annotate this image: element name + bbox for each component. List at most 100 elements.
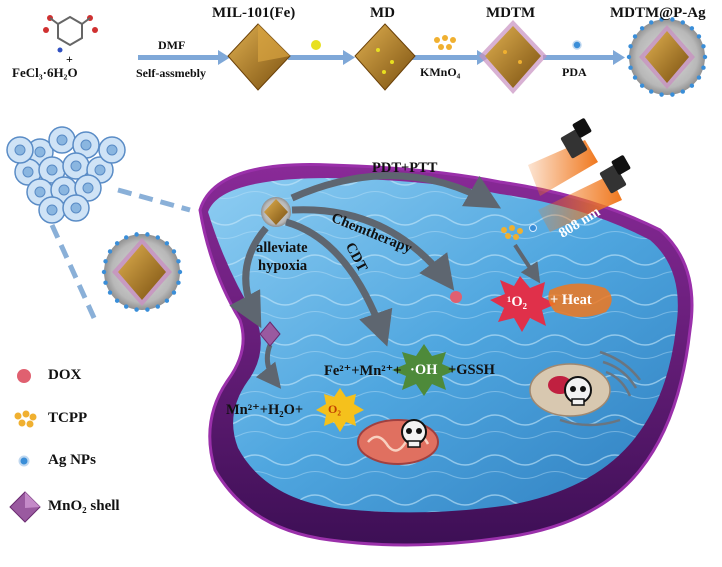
- cell-nucleus: [22, 166, 34, 178]
- ag-particle: [155, 235, 160, 240]
- synthesis-arrow-3: [412, 50, 489, 65]
- step3-reagent: KMnO₄: [420, 65, 461, 79]
- legend-tcpp-label: TCPP: [48, 410, 88, 426]
- ag-particle: [701, 65, 706, 70]
- legend-ag-icon: [18, 455, 30, 467]
- cell-nucleus: [70, 160, 82, 172]
- legend-mno2-label: MnO₂ shell: [48, 498, 120, 514]
- cell-nucleus: [56, 134, 68, 146]
- ag-particle: [103, 280, 108, 285]
- synthesis-arrow-4: [543, 50, 625, 65]
- legend-mno2-icon: [9, 491, 41, 523]
- step1-solvent: DMF: [158, 38, 186, 52]
- ag-particle: [103, 259, 108, 264]
- precursor-plus: +: [66, 52, 73, 66]
- ag-particle: [632, 75, 638, 80]
- legend-tcpp-icon: [14, 410, 37, 428]
- ag-particle: [107, 249, 113, 254]
- cell-nucleus: [106, 144, 118, 156]
- zoomed-ag-ring: [101, 232, 183, 312]
- cell-nucleus: [82, 182, 94, 194]
- ag-particle: [134, 307, 139, 312]
- cell-nucleus: [34, 146, 46, 158]
- ag-particle: [649, 89, 654, 94]
- ag-particle: [164, 298, 170, 303]
- label-fenton-left: Fe²⁺+Mn²⁺+: [324, 363, 402, 379]
- arrow-hypoxia: [229, 225, 269, 329]
- label-hydroxyl: ·OH: [410, 362, 438, 378]
- mitochondrion: [357, 419, 439, 465]
- mil101-octahedron: [227, 23, 291, 91]
- cell-nucleus: [94, 164, 106, 176]
- cell-nucleus: [14, 144, 26, 156]
- dox-loading-dot: [311, 40, 321, 50]
- cell-nucleus: [34, 186, 46, 198]
- ag-loading-dot: [572, 40, 582, 50]
- product-mil101: MIL-101(Fe): [212, 5, 296, 21]
- cell-nucleus: [58, 184, 70, 196]
- laser-device-660: [560, 118, 592, 159]
- singlet-oxygen-burst: [490, 276, 556, 332]
- step1-process: Self-assmebly: [136, 66, 206, 80]
- label-pdt-ptt: PDT+PTT: [372, 160, 438, 176]
- step4-reagent: PDA: [562, 65, 587, 79]
- ag-particle: [145, 307, 150, 312]
- synthesis-arrow-1: [138, 50, 230, 65]
- ag-particle: [134, 232, 139, 237]
- ag-particle: [680, 20, 685, 25]
- arrow-chemotherapy: [291, 206, 455, 291]
- precursor-salt: FeCl₃·6H₂O: [12, 65, 78, 80]
- arrow-cdt: [285, 218, 393, 347]
- tumor-cell-cluster: [6, 126, 126, 224]
- ag-particle: [171, 249, 177, 254]
- heat-burst: [548, 283, 612, 317]
- ag-particle: [171, 290, 177, 295]
- ag-particle: [649, 20, 654, 25]
- cell-nucleus: [46, 164, 58, 176]
- tcpp-release-cluster: [501, 225, 523, 240]
- synthesis-arrow-2: [288, 50, 355, 65]
- ag-particle: [145, 232, 150, 237]
- ag-particle: [155, 304, 160, 309]
- laser-beam-808: [538, 175, 622, 232]
- md-octahedron: [354, 23, 416, 91]
- legend-dox-icon: [17, 369, 31, 383]
- ag-particle: [101, 269, 107, 275]
- label-mn-reaction: Mn²⁺+H₂O+: [226, 402, 304, 418]
- zoomed-nanoparticle: [104, 234, 180, 310]
- mdtm-octahedron: [479, 20, 547, 94]
- ag-particle: [701, 44, 706, 49]
- cell-nucleus: [80, 139, 92, 151]
- ag-particle: [176, 280, 181, 285]
- label-oxygen: O₂: [328, 402, 341, 416]
- ag-particle: [659, 17, 664, 22]
- ag-particle: [124, 304, 129, 309]
- tumor-water: [208, 178, 678, 513]
- legend-ag-label: Ag NPs: [48, 452, 96, 468]
- ag-particle: [632, 34, 638, 39]
- label-singlet-oxygen: ¹O₂: [507, 294, 527, 310]
- ag-particle: [639, 26, 645, 31]
- arrow-tcpp-to-singlet: [513, 243, 541, 284]
- ag-nanoparticle-ring: [626, 17, 708, 97]
- skull-icon-cell: [564, 376, 592, 406]
- oxygen-burst: [316, 388, 364, 432]
- mno2-crystal: [259, 321, 281, 347]
- ag-particle: [628, 44, 633, 49]
- ag-particle: [670, 17, 675, 22]
- ag-particle: [628, 65, 633, 70]
- ag-particle: [114, 298, 120, 303]
- legend-dox-label: DOX: [48, 367, 82, 383]
- ag-particle: [177, 269, 183, 275]
- label-heat: + Heat: [550, 292, 592, 308]
- ag-particle: [670, 92, 675, 97]
- ag-particle: [164, 241, 170, 246]
- ag-release-dot: [529, 224, 537, 232]
- skull-icon-mito: [401, 419, 427, 448]
- ag-particle: [626, 54, 632, 60]
- ag-particle: [696, 34, 702, 39]
- cell-nucleus: [70, 202, 82, 214]
- product-md: MD: [370, 5, 395, 21]
- ag-particle: [680, 89, 685, 94]
